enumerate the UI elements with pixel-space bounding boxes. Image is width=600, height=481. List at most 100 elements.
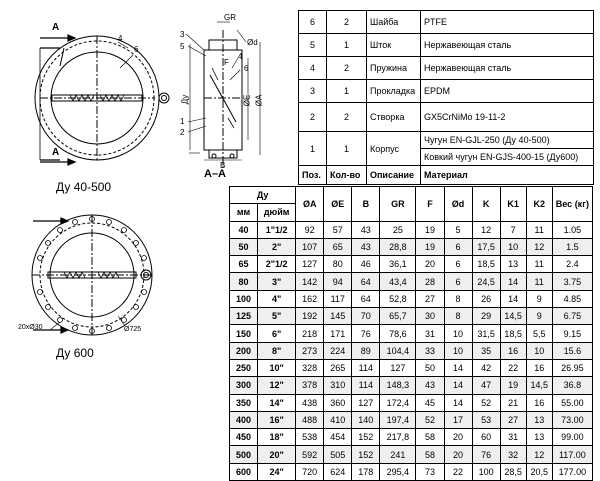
table-cell: 438	[295, 393, 325, 412]
table-cell: 14,5	[525, 376, 553, 395]
col-header: B	[351, 186, 381, 222]
table-cell: 65	[228, 255, 259, 274]
table-cell: 350	[228, 393, 259, 412]
table-cell: 1.5	[551, 237, 594, 257]
leader-6-label: 6	[134, 45, 139, 54]
table-cell: 505	[323, 445, 353, 464]
table-cell: 1"1/2	[257, 220, 297, 239]
table-cell: 18,5	[471, 255, 501, 274]
table-cell: 10	[499, 237, 527, 257]
table-cell: 28	[415, 272, 445, 291]
table-cell: 624	[323, 462, 353, 481]
table-cell: 400	[228, 410, 259, 430]
dn-vertical-label: Ду	[180, 94, 190, 105]
table-cell: 15.6	[551, 341, 594, 360]
table-cell: 600	[228, 462, 259, 481]
table-cell: 592	[295, 445, 325, 464]
table-cell: 4"	[257, 289, 297, 309]
table-cell: 720	[295, 462, 325, 481]
table-cell: 152	[351, 445, 381, 464]
col-header-dn: Ду	[228, 185, 297, 205]
table-cell: 42	[471, 358, 501, 378]
table-cell: 5,5	[525, 324, 553, 343]
table-cell: 27	[499, 410, 527, 430]
table-cell: 6.75	[551, 307, 594, 326]
table-cell: 50	[415, 358, 445, 378]
col-header: ØE	[323, 186, 353, 222]
d-label: Ød	[247, 38, 258, 47]
table-cell: 273	[295, 341, 325, 360]
part-position: 5	[298, 33, 327, 57]
col-header: GR	[379, 186, 417, 222]
table-cell: 200	[228, 341, 259, 360]
table-cell: 104,4	[379, 341, 417, 360]
table-cell: 6"	[257, 324, 297, 343]
table-cell: 197,4	[379, 410, 417, 430]
table-cell: 29	[471, 307, 501, 326]
table-cell: 6	[443, 272, 473, 291]
part-quantity: 1	[326, 79, 367, 103]
table-cell: 9.15	[551, 324, 594, 343]
table-cell: 43	[351, 220, 381, 239]
valve-drawings	[31, 21, 261, 336]
table-cell: 80	[228, 272, 259, 291]
table-cell: 450	[228, 428, 259, 447]
table-cell: 10"	[257, 358, 297, 378]
table-cell: 64	[351, 272, 381, 291]
view1-caption: Ду 40-500	[56, 180, 112, 194]
table-cell: 14	[443, 393, 473, 412]
part-material: Ковкий чугун EN-GJS-400-15 (Ду600)	[420, 148, 594, 166]
table-cell: 30	[415, 307, 445, 326]
table-cell: 114	[351, 358, 381, 378]
table-cell: 47	[471, 376, 501, 395]
part-description: Пружина	[366, 56, 421, 80]
table-cell: 360	[323, 393, 353, 412]
table-cell: 5"	[257, 307, 297, 326]
table-cell: 8	[443, 307, 473, 326]
table-cell: 65,7	[379, 307, 417, 326]
table-cell: 58	[415, 428, 445, 447]
table-cell: 32	[499, 445, 527, 464]
table-cell: 89	[351, 341, 381, 360]
table-cell: 24,5	[471, 272, 501, 291]
table-cell: 35	[471, 341, 501, 360]
table-cell: 36,1	[379, 255, 417, 274]
f-label: F	[224, 58, 229, 67]
table-cell: 107	[295, 237, 325, 257]
part-material: Нержавеющая сталь	[420, 56, 594, 80]
table-cell: 20	[443, 428, 473, 447]
part-quantity: 2	[326, 56, 367, 80]
table-cell: 1.05	[551, 220, 594, 239]
table-cell: 19	[415, 237, 445, 257]
table-cell: 178	[351, 462, 381, 481]
part-quantity: 1	[326, 33, 367, 57]
table-cell: 125	[228, 307, 259, 326]
table-cell: 192	[295, 307, 325, 326]
table-cell: 127	[351, 393, 381, 412]
section-leader-6: 6	[244, 64, 249, 73]
part-position: 2	[298, 102, 327, 132]
table-cell: 52,8	[379, 289, 417, 309]
table-cell: 7	[499, 220, 527, 239]
col-header: K2	[525, 186, 553, 222]
table-cell: 31	[499, 428, 527, 447]
table-cell: 31,5	[471, 324, 501, 343]
table-cell: 65	[323, 237, 353, 257]
table-cell: 76	[351, 324, 381, 343]
table-cell: 58	[415, 445, 445, 464]
table-cell: 14,5	[499, 307, 527, 326]
table-cell: 538	[295, 428, 325, 447]
section-leader-1: 1	[180, 117, 185, 126]
table-cell: 57	[323, 220, 353, 239]
